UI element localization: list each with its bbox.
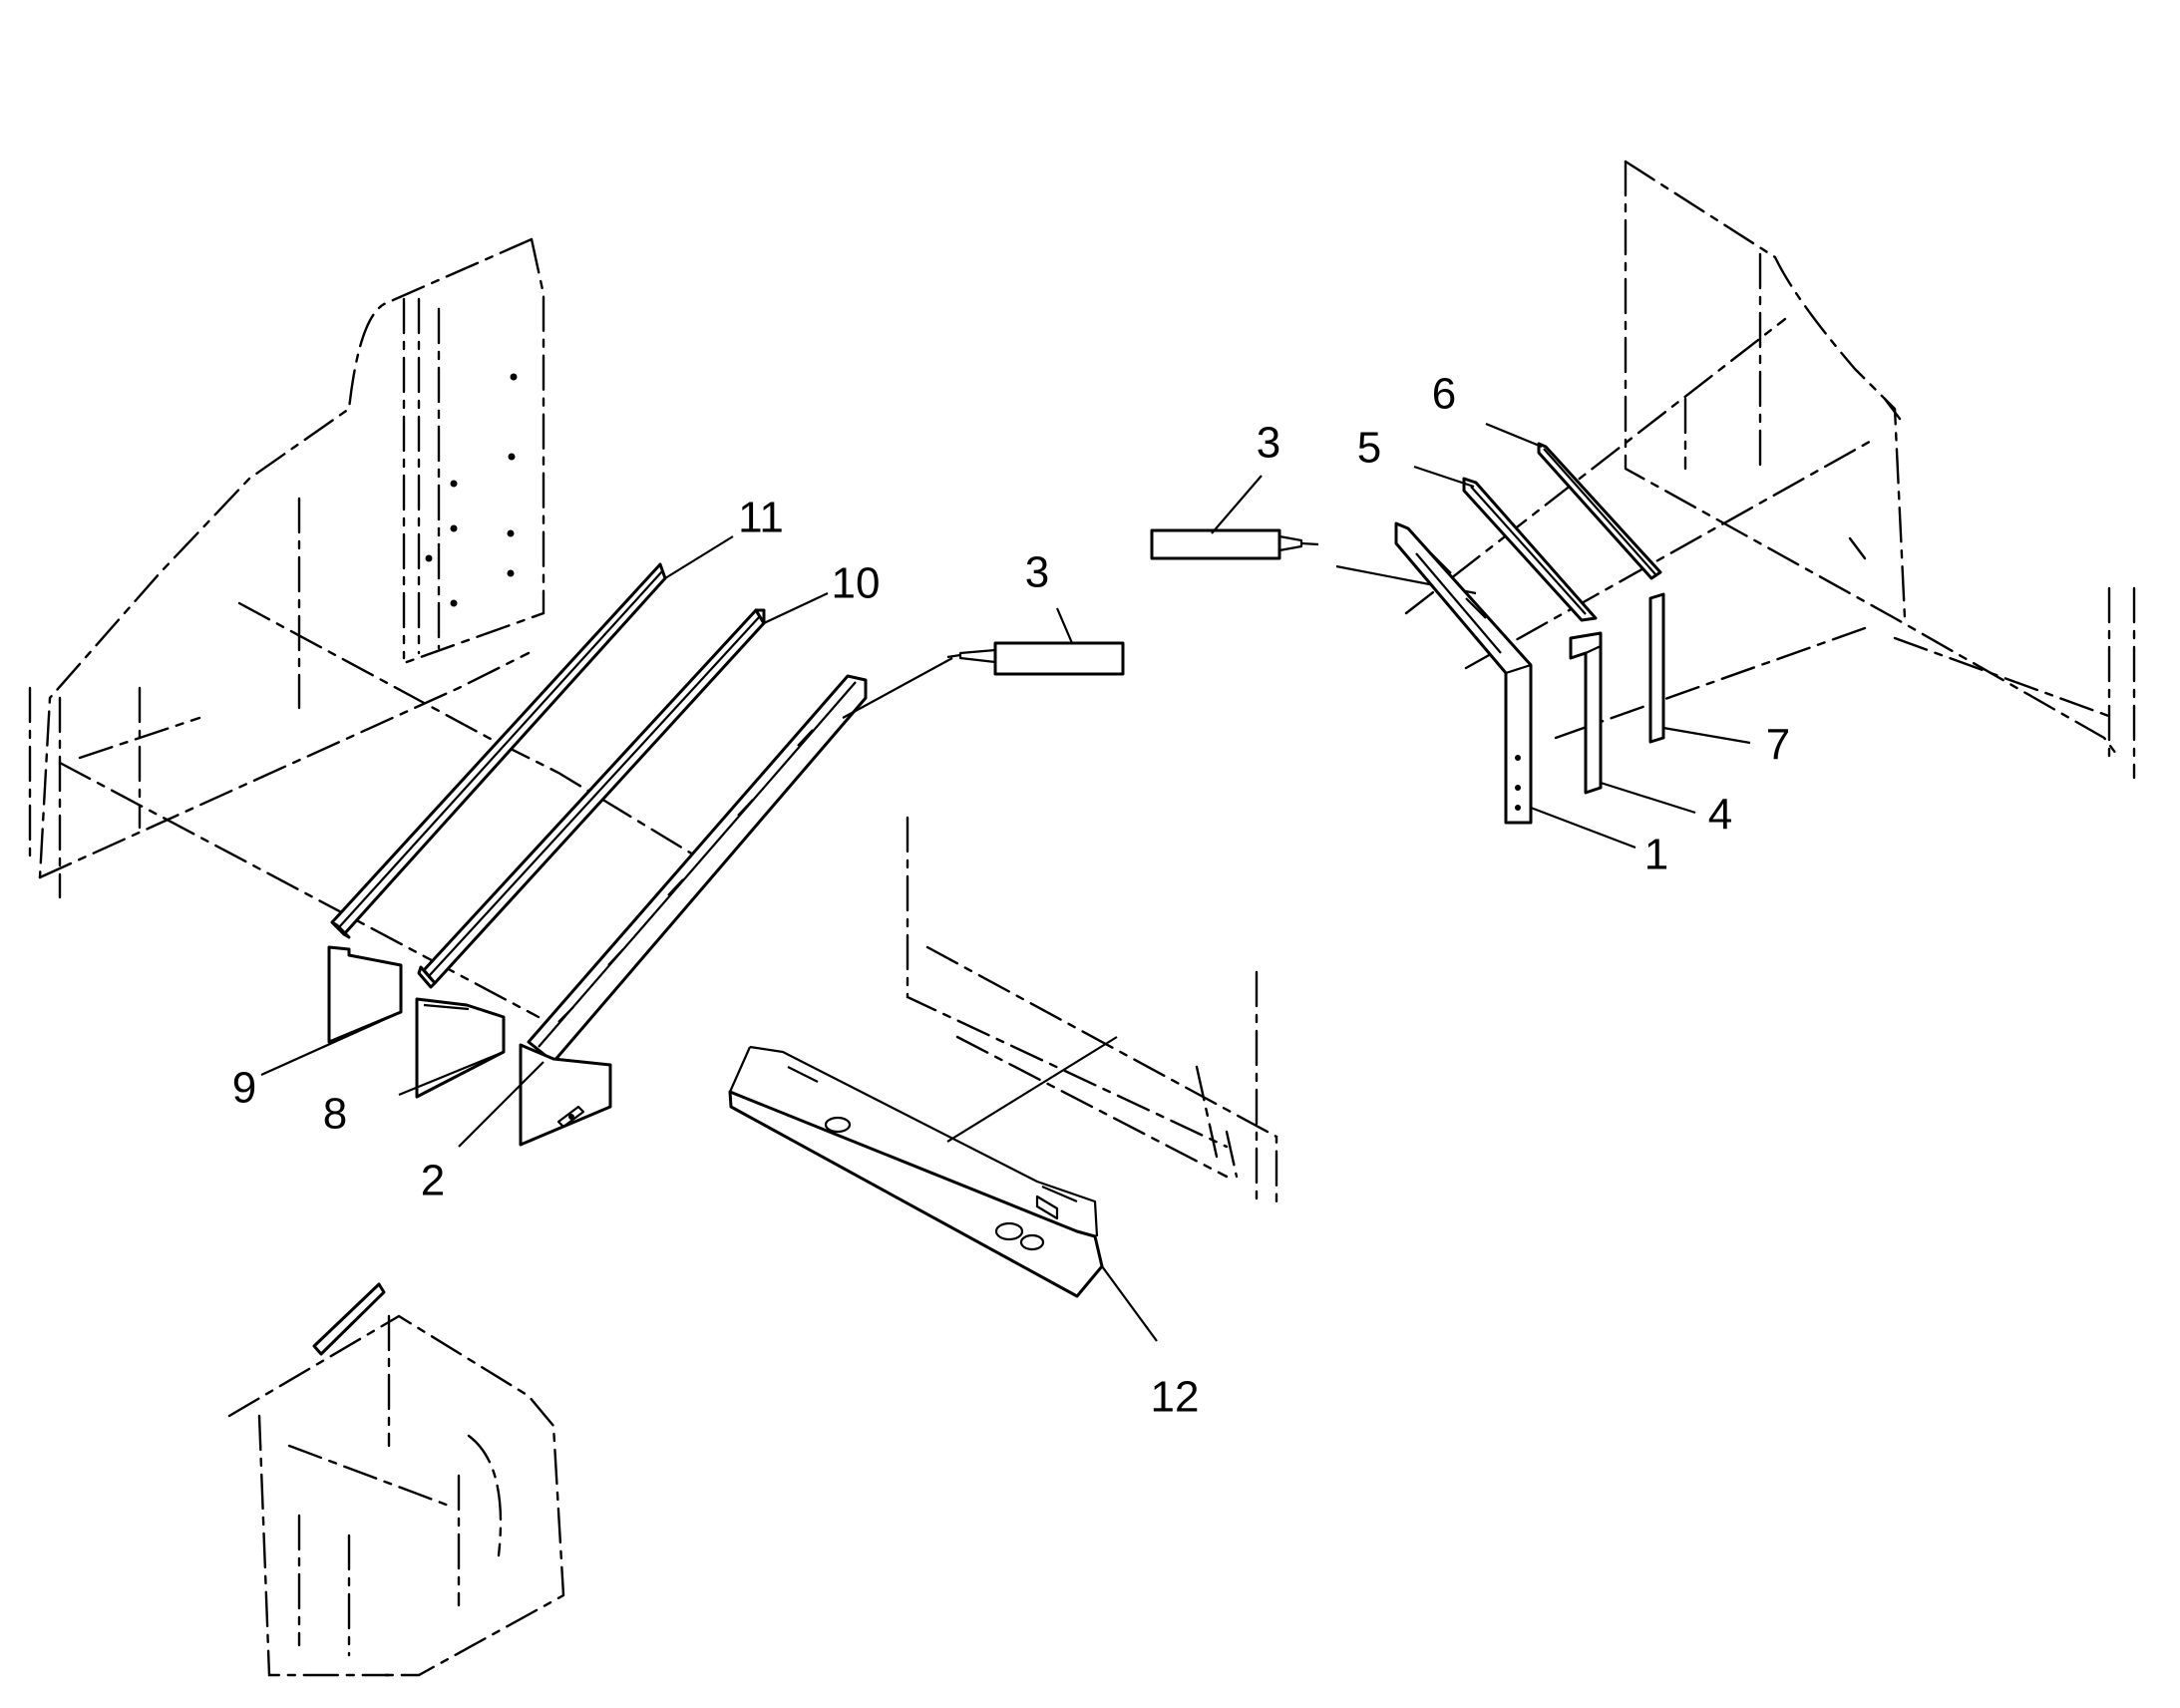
callout-7: 7 [1766, 721, 1790, 770]
callout-12: 12 [1151, 1373, 1200, 1422]
callout-4: 4 [1708, 791, 1732, 840]
callout-2: 2 [421, 1157, 445, 1205]
callout-9: 9 [232, 1064, 256, 1113]
bracket-part-8 [415, 997, 506, 1099]
callout-10: 10 [832, 559, 881, 608]
callout-3-right: 3 [1257, 419, 1280, 468]
lube-tube-left [842, 641, 1125, 719]
rail-part-11 [330, 562, 667, 939]
corner-rail-part-1 [1394, 521, 1533, 825]
phantom-lower-left-assembly [227, 1314, 565, 1677]
cross-member-part-12 [728, 1045, 1104, 1298]
phantom-center-frame [906, 816, 1278, 1208]
bracket-part-2 [519, 1043, 612, 1147]
leader-lines [260, 422, 1751, 1342]
callout-1: 1 [1644, 831, 1668, 879]
callout-3-left: 3 [1025, 548, 1049, 597]
cross-member-leader-line [946, 1036, 1118, 1143]
angle-part-6 [1537, 442, 1662, 580]
phantom-centerlines [58, 317, 1902, 1019]
upright-part-4 [1569, 631, 1603, 795]
callout-8: 8 [323, 1090, 347, 1139]
upright-part-7 [1648, 592, 1665, 744]
callout-6: 6 [1432, 370, 1456, 419]
phantom-left-side-panel [28, 237, 545, 899]
rail-part-10 [417, 608, 766, 989]
bracket-part-9 [327, 945, 403, 1044]
rail-part-2 [527, 674, 868, 1064]
lube-tube-right [1150, 528, 1477, 595]
gusset-small-part [312, 1282, 386, 1356]
phantom-right-side-panel [1624, 160, 2136, 780]
phantom-left-bolt-holes [425, 373, 518, 607]
angle-part-5 [1462, 477, 1598, 622]
callout-5: 5 [1357, 424, 1381, 473]
callout-11: 11 [738, 494, 784, 542]
